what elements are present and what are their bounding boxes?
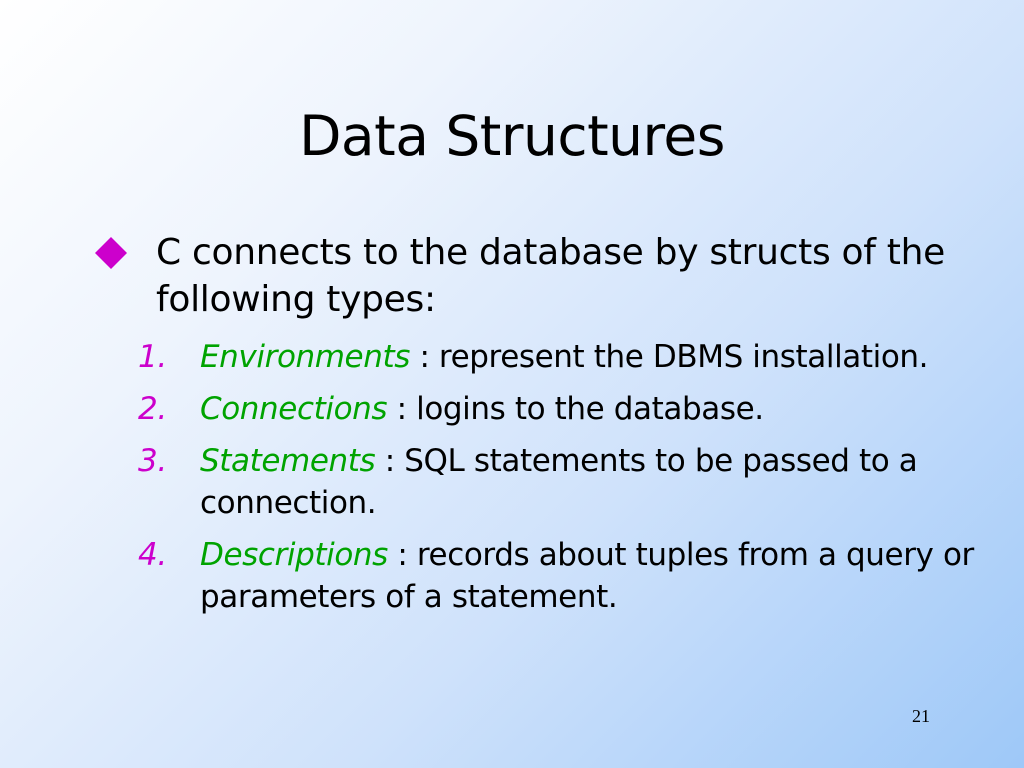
page-number: 21 <box>912 706 930 726</box>
list-item: 2. Connections : logins to the database. <box>138 388 998 430</box>
item-term: Connections <box>200 391 388 427</box>
item-description: : represent the DBMS installation. <box>409 339 929 375</box>
slide-title: Data Structures <box>299 104 725 168</box>
item-term: Environments <box>200 339 410 375</box>
item-number: 3. <box>138 443 167 479</box>
item-description: : SQL statements to be passed to a conne… <box>200 443 918 521</box>
bullet-text: C connects to the database by structs of… <box>156 232 945 320</box>
item-term: Statements <box>200 443 376 479</box>
item-number: 1. <box>138 339 167 375</box>
item-number: 4. <box>138 537 167 573</box>
list-item: 1. Environments : represent the DBMS ins… <box>138 336 998 378</box>
list-item: 4. Descriptions : records about tuples f… <box>138 534 998 618</box>
item-number: 2. <box>138 391 167 427</box>
diamond-bullet-icon <box>95 237 127 269</box>
item-term: Descriptions <box>200 537 388 573</box>
item-description: : records about tuples from a query or p… <box>200 537 974 615</box>
structure-types-list: 1. Environments : represent the DBMS ins… <box>138 336 998 628</box>
item-description: : logins to the database. <box>387 391 765 427</box>
list-item: 3. Statements : SQL statements to be pas… <box>138 440 998 524</box>
